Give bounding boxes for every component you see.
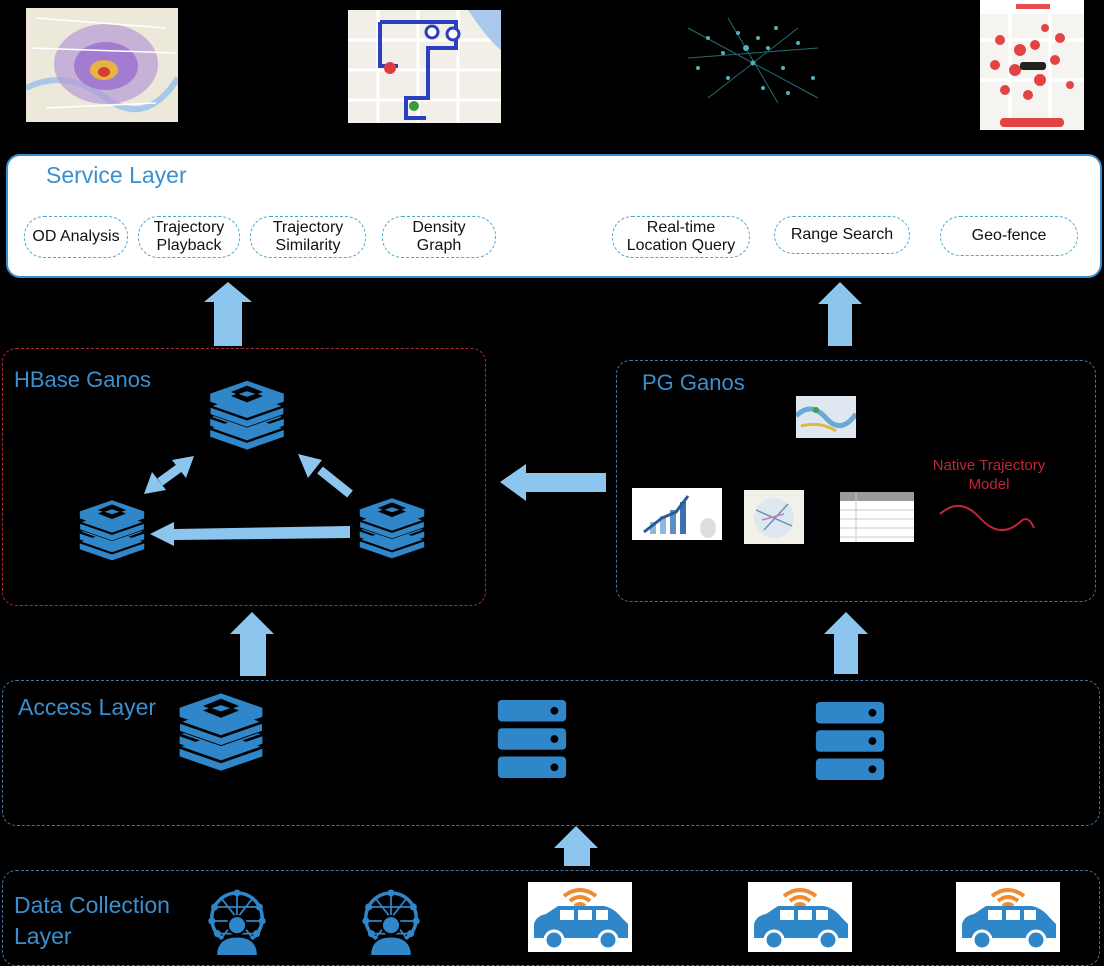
pg-ganos-title: PG Ganos xyxy=(642,370,745,395)
access-server-icon-2 xyxy=(814,702,886,780)
service-label: Trajectory xyxy=(153,219,225,236)
service-label: Graph xyxy=(416,237,462,254)
arrow-hbase-to-service xyxy=(204,282,252,346)
service-label: Density xyxy=(412,219,466,236)
person-network-icon-2 xyxy=(354,886,428,956)
arrow-access-to-pg xyxy=(824,612,868,674)
service-label: Similarity xyxy=(275,237,341,254)
density-graph-thumbnail xyxy=(668,8,838,112)
access-layer-panel xyxy=(2,680,1100,826)
trajectory-playback-thumbnail xyxy=(348,10,501,123)
service-label: OD Analysis xyxy=(32,228,120,245)
car-wifi-icon-2 xyxy=(748,882,852,952)
access-layer-title: Access Layer xyxy=(18,694,157,720)
hbase-left-node-icon xyxy=(72,496,152,566)
native-model-line1: Native Trajectory xyxy=(932,457,1046,474)
access-hbase-node-icon xyxy=(176,688,266,778)
pg-geometry-thumbnail xyxy=(744,490,804,544)
arrow-pg-to-hbase xyxy=(500,464,606,501)
pg-map-thumbnail xyxy=(796,396,856,438)
service-label: Playback xyxy=(156,237,222,254)
hbase-top-node-icon xyxy=(198,376,296,456)
pg-chart-thumbnail xyxy=(632,488,722,540)
hbase-ganos-title: HBase Ganos xyxy=(14,367,151,392)
native-model-line2: Model xyxy=(968,476,1010,493)
collection-title-line1: Data Collection xyxy=(14,892,170,918)
person-network-icon-1 xyxy=(200,886,274,956)
od-heatmap-thumbnail xyxy=(26,8,178,122)
service-label: Range Search xyxy=(790,226,894,243)
car-wifi-icon-1 xyxy=(528,882,632,952)
trajectory-wave-icon xyxy=(939,505,1035,531)
service-label: Real-time xyxy=(646,219,716,236)
service-od-analysis[interactable]: OD Analysis xyxy=(24,216,128,258)
arrow-access-to-hbase xyxy=(230,612,274,676)
service-range-search[interactable]: Range Search xyxy=(774,216,910,254)
hbase-ganos-panel xyxy=(2,348,486,606)
car-wifi-icon-3 xyxy=(956,882,1060,952)
arrow-collection-to-access xyxy=(554,826,598,866)
service-label: Geo-fence xyxy=(971,227,1047,244)
pg-ganos-panel xyxy=(616,360,1096,602)
collection-title-line2: Layer xyxy=(14,923,72,949)
access-server-icon-1 xyxy=(496,700,568,778)
pg-table-thumbnail xyxy=(840,492,914,542)
native-trajectory-model-label: Native Trajectory Model xyxy=(924,456,1054,494)
service-layer-title: Service Layer xyxy=(46,162,187,188)
service-label: Trajectory xyxy=(272,219,344,236)
hbase-right-node-icon xyxy=(350,494,434,564)
service-geo-fence[interactable]: Geo-fence xyxy=(940,216,1078,256)
data-collection-layer-title: Data Collection Layer xyxy=(14,890,170,952)
geo-fence-mobile-thumbnail xyxy=(980,0,1084,130)
service-label: Location Query xyxy=(626,237,736,254)
arrow-pg-to-service xyxy=(818,282,862,346)
